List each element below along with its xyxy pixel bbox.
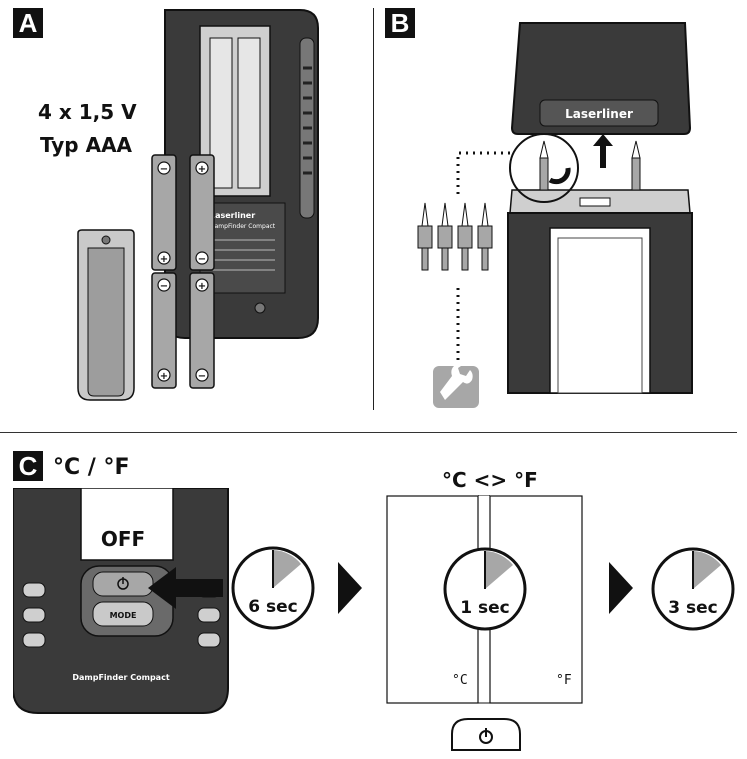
power-button-symbol[interactable] bbox=[448, 716, 524, 752]
svg-text:−: − bbox=[160, 164, 168, 175]
unit-toggle-title: °C <> °F bbox=[442, 468, 538, 492]
device-back-brand: Laserliner bbox=[210, 211, 255, 220]
svg-text:−: − bbox=[198, 254, 206, 265]
battery-type-text: Typ AAA bbox=[40, 133, 133, 157]
panel-c-label: C bbox=[13, 451, 43, 481]
power-icon bbox=[479, 730, 495, 746]
cap-removal-illustration: Laserliner bbox=[417, 22, 693, 408]
chevron-right-icon bbox=[338, 562, 362, 614]
svg-text:−: − bbox=[198, 371, 206, 382]
timer-6sec-label: 6 sec bbox=[248, 597, 297, 617]
screen-off-text: OFF bbox=[101, 527, 145, 551]
svg-text:+: + bbox=[160, 254, 168, 265]
timer-1sec-label: 1 sec bbox=[460, 598, 509, 618]
svg-text:+: + bbox=[198, 281, 206, 292]
mode-button-text: MODE bbox=[110, 611, 137, 620]
panel-b-label: B bbox=[385, 8, 415, 38]
svg-text:−: − bbox=[160, 281, 168, 292]
timer-1sec: 1 sec bbox=[443, 547, 527, 631]
svg-text:+: + bbox=[160, 371, 168, 382]
unit-celsius: °C bbox=[452, 673, 468, 688]
unit-title: °C / °F bbox=[53, 455, 130, 480]
device-front-illustration: OFF MODE DampFinder Compact bbox=[13, 488, 229, 714]
panel-a-label: A bbox=[13, 8, 43, 38]
svg-text:+: + bbox=[198, 164, 206, 175]
wrench-icon bbox=[433, 366, 479, 408]
power-button[interactable] bbox=[93, 572, 153, 596]
panel-divider-vertical bbox=[373, 8, 374, 410]
unit-fahrenheit: °F bbox=[556, 673, 572, 688]
panel-divider-horizontal bbox=[0, 432, 737, 433]
timer-3sec-label: 3 sec bbox=[668, 598, 717, 618]
battery-compartment-illustration: Laserliner DampFinder Compact − + + − − + +… bbox=[77, 9, 319, 401]
chevron-right-icon bbox=[609, 562, 633, 614]
battery-voltage-text: 4 x 1,5 V bbox=[38, 100, 137, 124]
press-arrow bbox=[148, 567, 223, 609]
device-back-model: DampFinder Compact bbox=[210, 223, 276, 230]
cap-brand-text: Laserliner bbox=[565, 107, 633, 121]
timer-6sec: 6 sec bbox=[231, 546, 315, 630]
timer-3sec: 3 sec bbox=[651, 547, 735, 631]
device-name-text: DampFinder Compact bbox=[72, 673, 169, 682]
